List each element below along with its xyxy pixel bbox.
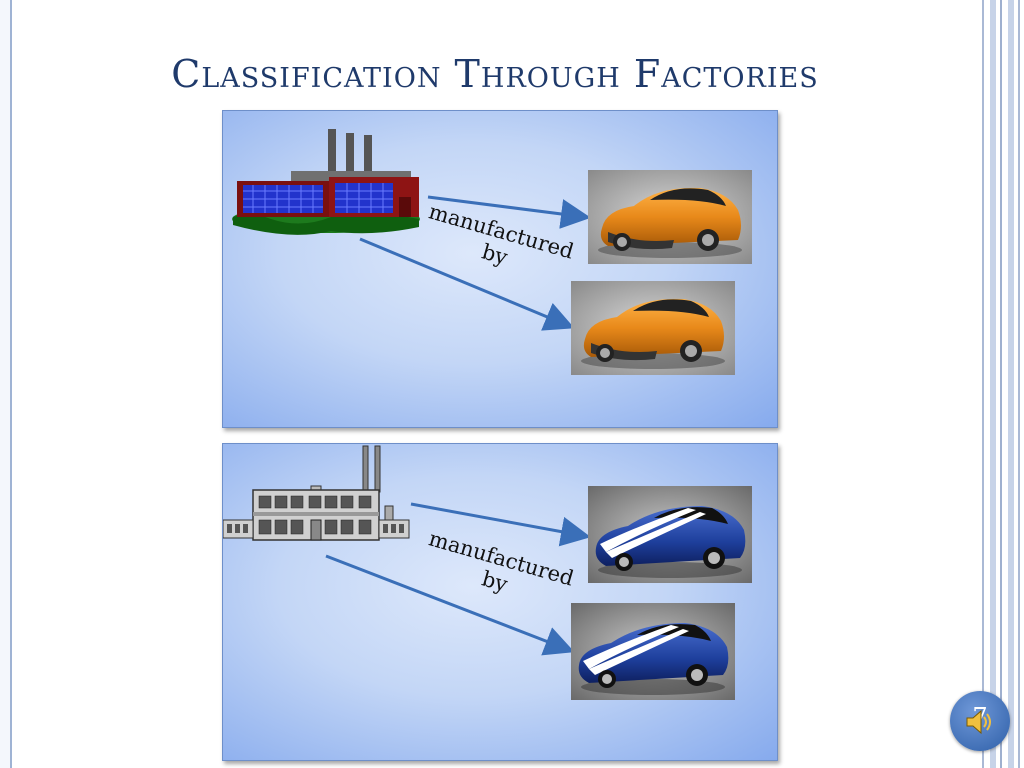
blue-striped-sports-car-image (571, 603, 735, 700)
arrows (325, 502, 591, 656)
speaker-icon[interactable] (965, 709, 995, 735)
slide-title: Classification Through Factories (171, 52, 819, 96)
arrow-to-car-1 (410, 502, 591, 547)
arrows (359, 195, 591, 331)
orange-sports-car-image (571, 281, 735, 375)
arrow-to-car-1 (427, 195, 591, 229)
arrow-to-car-2 (359, 237, 575, 331)
factory-panel-1: manufactured by (222, 110, 778, 428)
factory-panel-2: manufactured by (222, 443, 778, 761)
gray-office-factory-icon (223, 445, 410, 541)
orange-sports-car-image (588, 170, 752, 264)
red-blue-factory-icon (232, 129, 420, 235)
right-decorative-stripes (978, 0, 1024, 768)
blue-striped-sports-car-image (588, 486, 752, 583)
page-number-badge[interactable]: 7 (950, 691, 1010, 751)
left-border (0, 0, 12, 768)
arrow-to-car-2 (325, 554, 575, 656)
